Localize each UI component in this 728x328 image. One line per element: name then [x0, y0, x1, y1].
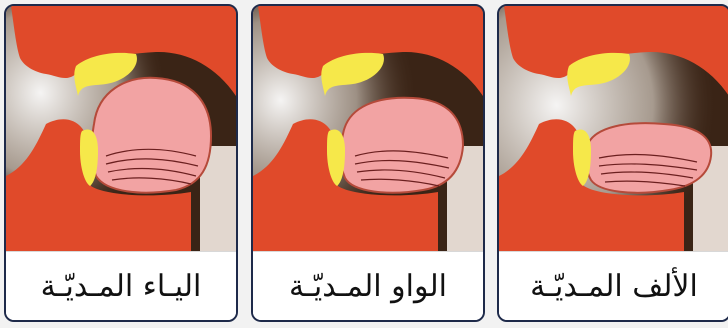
caption-alif: الألف المـديّـة — [499, 251, 728, 320]
caption-waw: الواو المـديّـة — [253, 251, 483, 320]
panel-alif: الألف المـديّـة — [497, 4, 728, 322]
mouth-diagram-alif — [499, 6, 728, 254]
mouth-diagram-waw — [253, 6, 483, 254]
caption-ya: اليـاء المـديّـة — [6, 251, 236, 320]
mouth-diagram-ya — [6, 6, 236, 254]
panel-ya: اليـاء المـديّـة — [4, 4, 238, 322]
panel-waw: الواو المـديّـة — [251, 4, 485, 322]
